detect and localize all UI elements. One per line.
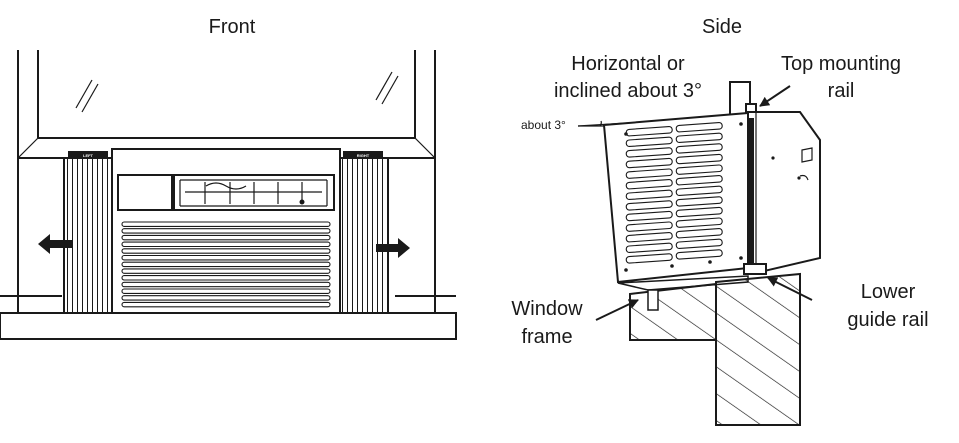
grille-slat [121, 261, 331, 268]
vent-slot [675, 185, 723, 197]
ac-front-panel-side [747, 111, 821, 273]
grille-slat [121, 254, 331, 261]
horizontal-label-line2: inclined about 3° [554, 80, 702, 102]
ac-cabinet-side [602, 111, 749, 284]
grille-slat [121, 268, 331, 274]
vent-slot [625, 200, 673, 211]
glass-reflection-right [375, 71, 399, 105]
svg-text:RIGHT: RIGHT [357, 153, 370, 158]
grille-slat [121, 248, 331, 254]
control-panel [117, 174, 173, 211]
vent-slot [675, 175, 723, 186]
left-curtain-panel [63, 157, 115, 314]
vent-slot [625, 232, 673, 243]
vent-slot [625, 221, 673, 232]
grille-slat [121, 234, 331, 241]
horizontal-label-line1: Horizontal or [571, 53, 685, 75]
vent-slot [625, 242, 673, 254]
grille-slat [121, 241, 331, 248]
lower-rail-label-line2: guide rail [847, 309, 928, 331]
vent-slot [675, 153, 723, 165]
about-angle-label: about 3° [521, 118, 566, 132]
top-rail-label-line1: Top mounting [781, 53, 901, 75]
grille-slat [121, 281, 331, 288]
grille-slat [121, 288, 331, 294]
top-rail-label-line2: rail [828, 80, 855, 102]
vent-slot [625, 157, 673, 169]
vent-slot [675, 217, 723, 228]
vent-slot [675, 122, 723, 133]
side-title: Side [702, 16, 742, 38]
left-tag: LEFT [68, 151, 108, 159]
front-title: Front [209, 16, 256, 38]
lower-rail-label-line1: Lower [861, 281, 916, 303]
vent-slot [625, 147, 673, 158]
vent-slot [625, 210, 673, 222]
vent-slot [675, 238, 723, 250]
glass-reflection-left [75, 79, 99, 113]
vent-slot [625, 189, 673, 201]
grille-slat [121, 221, 331, 227]
intake-grille [121, 221, 331, 308]
grille-slat [121, 228, 331, 234]
vent-slot [675, 228, 723, 239]
grille-slat [121, 275, 331, 281]
window-frame-label-line1: Window [511, 298, 583, 320]
vent-slot [675, 164, 723, 175]
vent-slot [625, 253, 673, 264]
vent-slot [625, 136, 673, 148]
ac-unit-front [111, 148, 341, 314]
window-frame-section [617, 272, 801, 426]
vent-slot [675, 132, 723, 144]
grille-slat [121, 295, 331, 301]
vent-slot [625, 179, 673, 190]
left-arrow-icon [38, 234, 72, 254]
right-arrow-icon [376, 238, 410, 258]
right-tag: RIGHT [343, 151, 383, 159]
vent-slot [625, 168, 673, 179]
vent-slot [675, 249, 723, 260]
vent-slot [675, 196, 723, 207]
grille-slat [121, 301, 331, 308]
svg-text:LEFT: LEFT [83, 153, 94, 158]
side-vent-slots [625, 122, 723, 264]
vent-slot [675, 206, 723, 218]
side-view: Side Horizontal or inclined about 3° Top… [511, 16, 929, 426]
window-frame-label-line2: frame [521, 326, 572, 348]
front-view: Front [0, 16, 457, 340]
vent-slot [675, 143, 723, 154]
window-frame-arrow [595, 299, 639, 321]
right-curtain-panel [337, 157, 389, 314]
